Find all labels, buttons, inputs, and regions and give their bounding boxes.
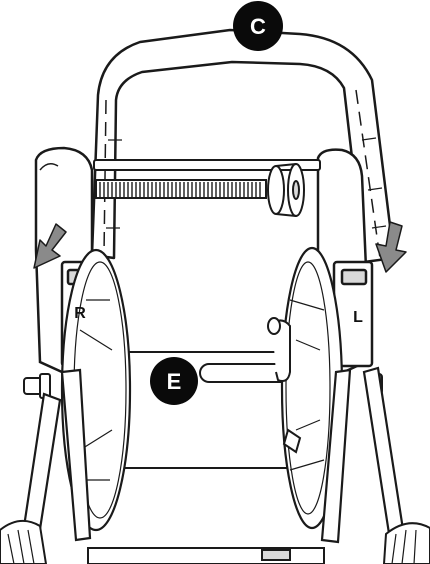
- left-reel-wheel: [280, 246, 344, 530]
- side-label-right: R: [74, 305, 86, 322]
- guide-pulley: [267, 163, 305, 217]
- reel-drum: [107, 351, 299, 469]
- hose-connector: [267, 317, 302, 454]
- guide-spring: [99, 182, 261, 198]
- ground-wheel-right: [0, 519, 48, 564]
- callout-c: C: [233, 1, 283, 51]
- callout-e-label: E: [167, 369, 182, 394]
- side-label-left: L: [353, 309, 363, 326]
- ground-wheel-left: [382, 522, 430, 564]
- bottom-bracket: [87, 547, 325, 564]
- insert-arrow-left: [375, 221, 407, 273]
- insert-arrow-right: [33, 223, 67, 269]
- callout-c-label: C: [250, 14, 266, 39]
- frame-legs: [20, 366, 406, 544]
- callout-e: E: [150, 357, 198, 405]
